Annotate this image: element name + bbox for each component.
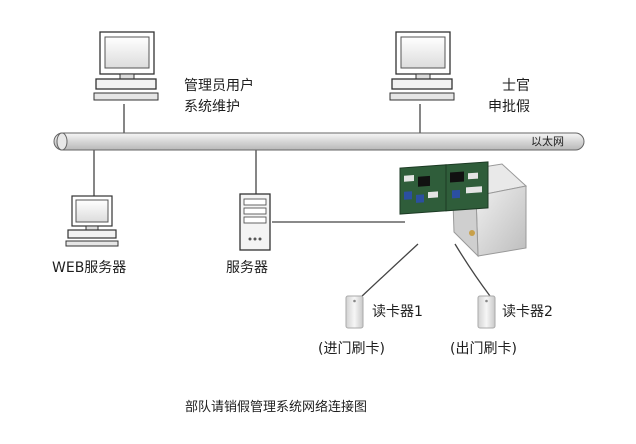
card-reader-icon <box>345 295 364 329</box>
admin-pc-label: 管理员用户 系统维护 <box>184 76 254 118</box>
admin-pc-label-line1: 管理员用户 <box>184 78 254 94</box>
card-reader-icon <box>477 295 496 329</box>
diagram-caption: 部队请销假管理系统网络连接图 <box>185 400 368 415</box>
reader1-cable <box>359 243 419 299</box>
reader2-sub-label: (出门刷卡) <box>450 341 517 357</box>
reader1-label: 读卡器1 <box>372 304 423 320</box>
reader1-sub-label: (进门刷卡) <box>318 341 385 357</box>
reader2-cable <box>454 243 491 297</box>
reader2-label: 读卡器2 <box>502 304 553 320</box>
desktop-computer-icon <box>389 31 455 101</box>
officer-pc-label-line1: 士官 <box>502 78 530 94</box>
access-controller-board-icon <box>399 161 528 258</box>
ethernet-bus <box>53 132 585 151</box>
tower-server-icon <box>239 193 271 251</box>
desktop-computer-icon <box>65 195 119 247</box>
connection-lines <box>93 104 491 299</box>
web-server-label: WEB服务器 <box>52 260 127 276</box>
admin-pc-label-line2: 系统维护 <box>184 99 240 115</box>
ethernet-label: 以太网 <box>531 135 564 148</box>
server-label: 服务器 <box>226 260 268 276</box>
officer-pc-label-line2: 申批假 <box>488 99 530 115</box>
desktop-computer-icon <box>93 31 159 101</box>
officer-pc-label: 士官 申批假 <box>488 76 530 118</box>
